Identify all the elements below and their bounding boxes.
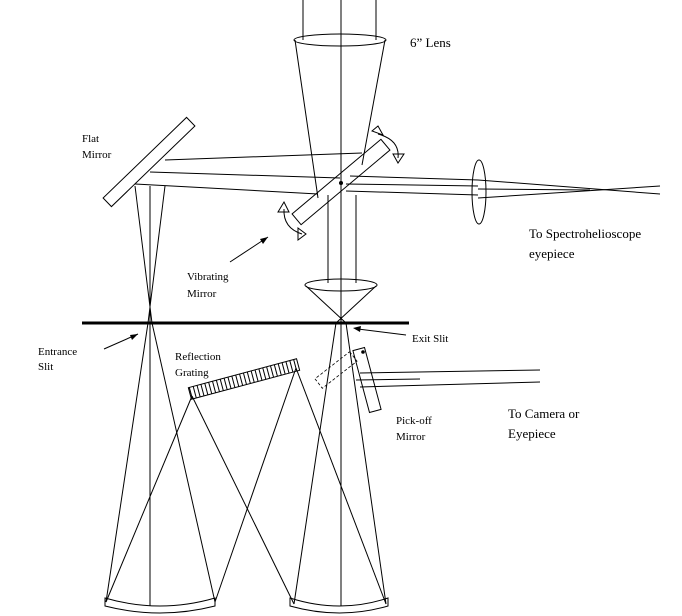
grating-rays: [105, 367, 387, 605]
spectrohelioscope-label-line1: To Spectrohelioscope: [529, 226, 641, 241]
reflection-grating: [187, 358, 301, 400]
exit-slit-label: Exit Slit: [412, 333, 448, 345]
spectrohelioscope-label-line2: eyepiece: [529, 246, 575, 261]
camera-label-line1: To Camera or: [508, 406, 580, 421]
flat-mirror-label-line2: Mirror: [82, 149, 112, 161]
eyepiece-beam: [345, 175, 661, 199]
label-arrows: [103, 236, 407, 350]
exit-slit-rays: [293, 185, 387, 606]
eyepiece-lens: [471, 159, 487, 225]
six-inch-lens: [293, 33, 387, 47]
entrance-slit-rays: [105, 185, 216, 606]
entrance-slit-label-line2: Slit: [38, 361, 53, 373]
flat-mirror: [102, 116, 196, 208]
grating-label-line2: Grating: [175, 367, 209, 379]
transfer-beam: [134, 152, 363, 195]
incoming-beam: [294, 0, 386, 199]
pickoff-label-line1: Pick-off: [396, 415, 432, 427]
pickoff-label-line2: Mirror: [396, 431, 426, 443]
field-lens: [304, 278, 378, 292]
camera-beam: [355, 369, 541, 388]
collimator-mirror: [104, 597, 216, 614]
entrance-slit-label-line1: Entrance: [38, 346, 77, 358]
camera-mirror: [289, 597, 389, 614]
lens-label: 6” Lens: [410, 35, 451, 50]
rotation-arrow-icon: [277, 125, 405, 241]
camera-label-line2: Eyepiece: [508, 426, 556, 441]
vibrating-mirror: [291, 138, 391, 226]
vibrating-mirror-label-line2: Mirror: [187, 288, 217, 300]
vibrating-mirror-label-line1: Vibrating: [187, 271, 229, 283]
grating-label-line1: Reflection: [175, 351, 221, 363]
flat-mirror-label-line1: Flat: [82, 133, 99, 145]
